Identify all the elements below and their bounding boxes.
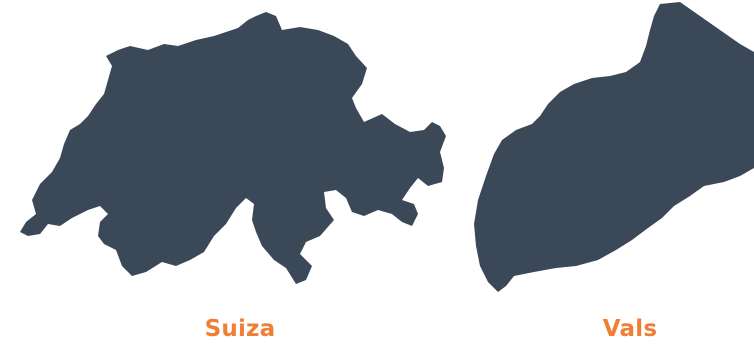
switzerland-map-shape (20, 12, 446, 284)
switzerland-label: Suiza (204, 316, 276, 342)
vals-region-shape (474, 2, 754, 292)
vals-label: Vals (602, 316, 658, 342)
